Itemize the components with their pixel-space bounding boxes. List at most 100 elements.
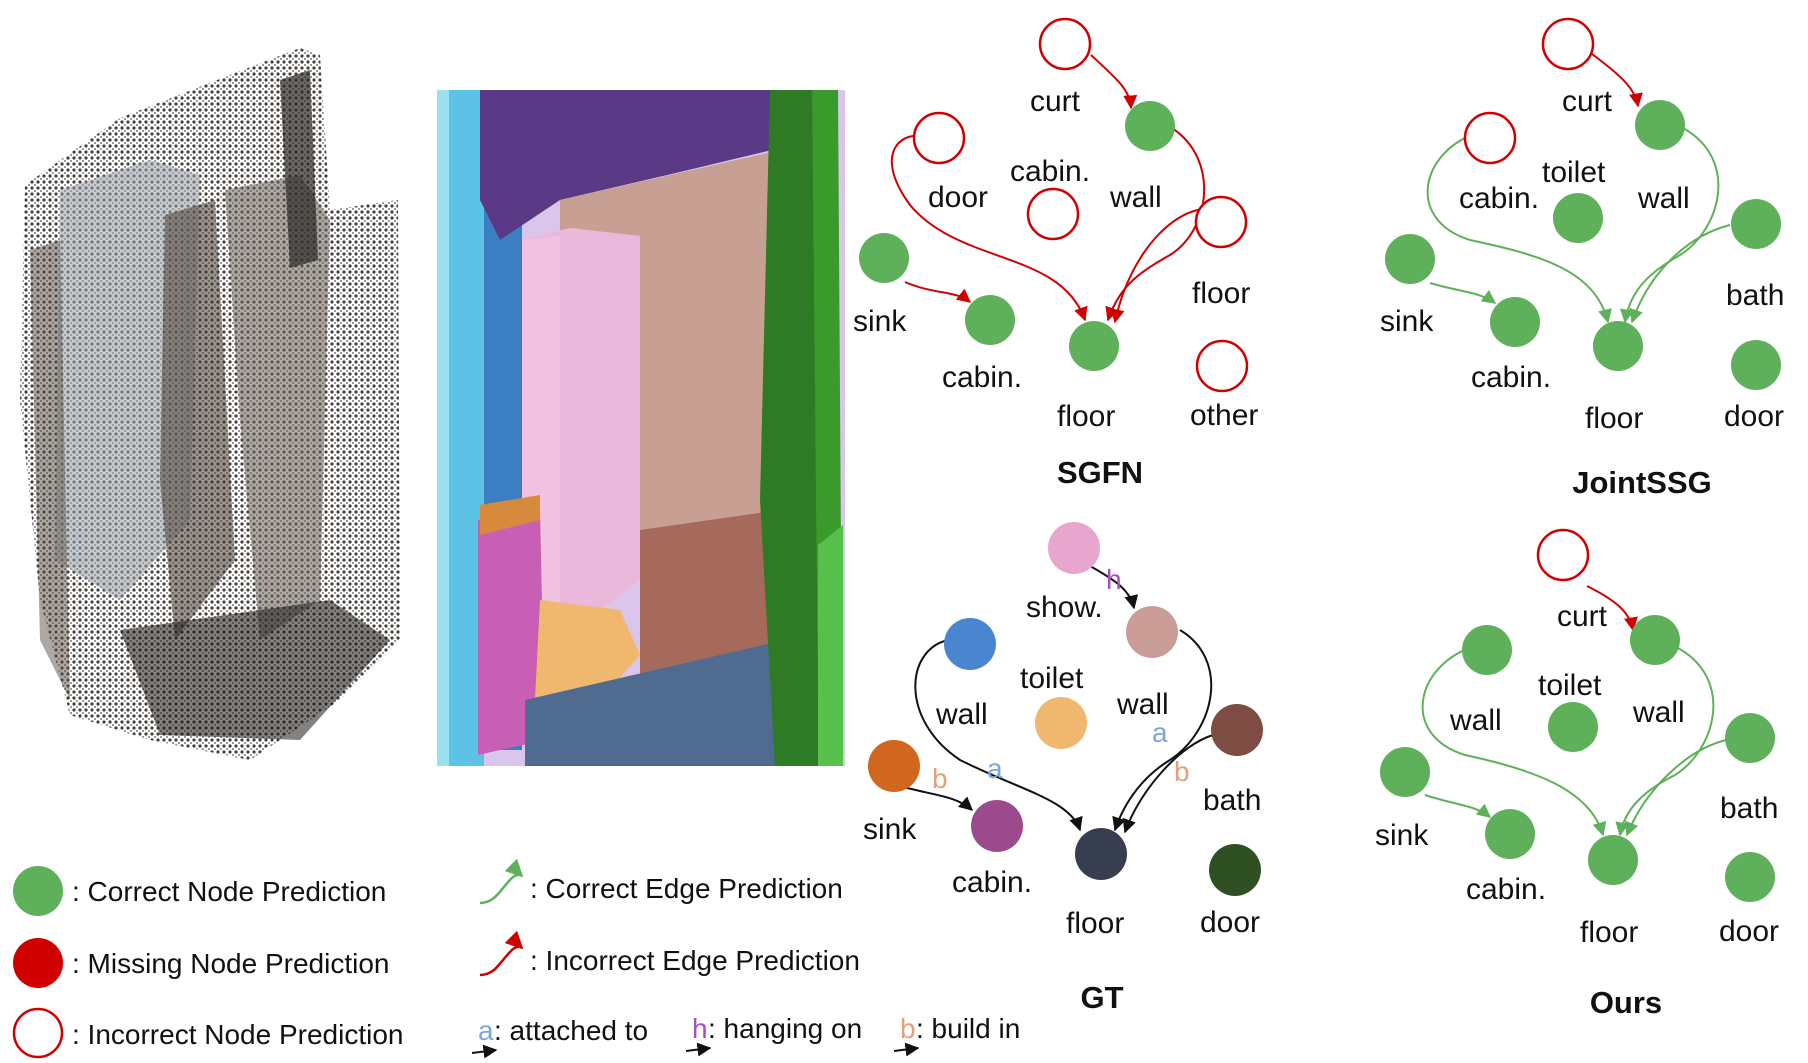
gt-node-wall-right bbox=[1126, 606, 1178, 658]
sgfn-edge-curt-wall bbox=[1090, 54, 1138, 110]
legend-a-key: a bbox=[478, 1015, 494, 1046]
legend-incorrect-node-icon bbox=[12, 1007, 64, 1059]
ours-edge-sink-cabin bbox=[1424, 794, 1492, 818]
jointssg-node-bath bbox=[1731, 199, 1781, 249]
ours-label-sink: sink bbox=[1375, 819, 1429, 852]
sgfn-graph: curt cabin. wall door floor sink cabin. … bbox=[853, 17, 1258, 490]
legend-h-text: : hanging on bbox=[708, 1013, 862, 1044]
sgfn-node-curt bbox=[1038, 17, 1092, 71]
legend-correct-edge-text: : Correct Edge Prediction bbox=[530, 873, 843, 904]
sgfn-label-sink: sink bbox=[853, 305, 907, 338]
sgfn-label-door: door bbox=[928, 181, 988, 214]
ours-node-wall-right bbox=[1630, 615, 1680, 665]
sgfn-node-floor bbox=[1069, 321, 1119, 371]
ours-label-toilet: toilet bbox=[1538, 669, 1602, 702]
jointssg-node-cabin-bottom bbox=[1490, 297, 1540, 347]
gt-node-sink bbox=[868, 740, 920, 792]
gt-label-wall-right: wall bbox=[1116, 688, 1169, 721]
ours-node-toilet bbox=[1548, 702, 1598, 752]
ours-title: Ours bbox=[1590, 985, 1662, 1020]
sgfn-node-door bbox=[912, 111, 966, 165]
ours-node-door bbox=[1725, 852, 1775, 902]
sgfn-label-floor-right: floor bbox=[1192, 277, 1250, 310]
gt-edge-show-wall bbox=[1089, 565, 1139, 610]
gt-edge-bath-floor bbox=[1122, 734, 1214, 834]
sgfn-label-floor: floor bbox=[1057, 400, 1115, 433]
gt-node-cabin bbox=[971, 800, 1023, 852]
sgfn-node-sink bbox=[859, 233, 909, 283]
jointssg-node-door bbox=[1731, 340, 1781, 390]
gt-label-cabin: cabin. bbox=[952, 866, 1032, 899]
sgfn-node-other bbox=[1195, 339, 1249, 393]
ours-edge-wall-right-floor bbox=[1615, 647, 1715, 837]
gt-label-toilet: toilet bbox=[1020, 662, 1084, 695]
gt-node-wall-left bbox=[944, 618, 996, 670]
sgfn-node-floor-right bbox=[1194, 195, 1248, 249]
ours-label-curt: curt bbox=[1557, 600, 1608, 633]
sgfn-edge-door-floor bbox=[890, 134, 1088, 322]
jointssg-node-floor bbox=[1593, 321, 1643, 371]
jointssg-label-floor: floor bbox=[1585, 402, 1643, 435]
gt-label-show: show. bbox=[1026, 591, 1103, 624]
sgfn-node-cabin-bottom bbox=[965, 295, 1015, 345]
gt-label-wall-left: wall bbox=[935, 698, 988, 731]
ours-node-floor bbox=[1588, 835, 1638, 885]
jointssg-label-curt: curt bbox=[1562, 85, 1613, 118]
sgfn-label-cabin-top: cabin. bbox=[1010, 155, 1090, 188]
gt-node-door bbox=[1209, 844, 1261, 896]
gt-edge-wall-left-floor bbox=[914, 639, 1083, 832]
gt-edge-label-b2: b bbox=[932, 763, 948, 794]
legend-b-key: b bbox=[900, 1013, 916, 1044]
sgfn-node-cabin-top bbox=[1026, 187, 1080, 241]
sgfn-edge-sink-cabin bbox=[904, 281, 972, 303]
legend-incorrect-edge-text: : Incorrect Edge Prediction bbox=[530, 945, 860, 976]
sgfn-title: SGFN bbox=[1057, 455, 1143, 490]
ours-node-wall-left bbox=[1462, 625, 1512, 675]
segmentation-panel bbox=[437, 90, 845, 766]
gt-edge-wall-right-floor bbox=[1112, 629, 1213, 832]
ours-edge-curt-wall bbox=[1586, 585, 1638, 632]
legend-missing-node-text: : Missing Node Prediction bbox=[72, 948, 389, 979]
gt-node-toilet bbox=[1035, 697, 1087, 749]
gt-edge-label-b1: b bbox=[1174, 756, 1190, 787]
jointssg-label-cabin-bottom: cabin. bbox=[1471, 361, 1551, 394]
jointssg-label-wall: wall bbox=[1637, 182, 1690, 215]
ours-label-cabin: cabin. bbox=[1466, 873, 1546, 906]
legend-correct-node-icon bbox=[13, 866, 63, 916]
gt-label-bath: bath bbox=[1203, 784, 1261, 817]
ours-node-bath bbox=[1725, 713, 1775, 763]
jointssg-graph: curt toilet cabin. wall bath sink cabin.… bbox=[1380, 17, 1784, 500]
ours-label-floor: floor bbox=[1580, 916, 1638, 949]
ours-node-sink bbox=[1380, 747, 1430, 797]
legend-missing-node-icon bbox=[13, 938, 63, 988]
sgfn-label-wall: wall bbox=[1109, 181, 1162, 214]
sgfn-label-curt: curt bbox=[1030, 85, 1081, 118]
legend-incorrect-node-text: : Incorrect Node Prediction bbox=[72, 1019, 404, 1050]
legend-b-text: : build in bbox=[916, 1013, 1020, 1044]
ours-label-wall-left: wall bbox=[1449, 704, 1502, 737]
legend: : Correct Node Prediction : Missing Node… bbox=[12, 858, 1020, 1059]
gt-node-shower bbox=[1048, 522, 1100, 574]
gt-title: GT bbox=[1080, 980, 1123, 1015]
legend-h-arrow-icon bbox=[685, 1042, 712, 1057]
ours-label-wall-right: wall bbox=[1632, 696, 1685, 729]
ours-edge-bath-floor bbox=[1625, 739, 1727, 837]
jointssg-node-wall bbox=[1635, 100, 1685, 150]
legend-incorrect-edge-icon bbox=[479, 930, 524, 977]
gt-edge-label-a1: a bbox=[987, 753, 1003, 784]
sgfn-label-cabin-bottom: cabin. bbox=[942, 361, 1022, 394]
legend-b-arrow-icon bbox=[893, 1042, 920, 1057]
jointssg-label-toilet: toilet bbox=[1542, 156, 1606, 189]
legend-a-text: : attached to bbox=[494, 1015, 648, 1046]
ours-edge-wall-left-floor bbox=[1421, 645, 1607, 837]
legend-a-arrow-icon bbox=[471, 1044, 498, 1059]
jointssg-node-sink bbox=[1385, 234, 1435, 284]
gt-node-bath bbox=[1211, 704, 1263, 756]
jointssg-node-curt bbox=[1541, 17, 1595, 71]
gt-node-floor bbox=[1075, 828, 1127, 880]
jointssg-edge-cabin-floor bbox=[1426, 131, 1612, 324]
jointssg-node-toilet bbox=[1553, 193, 1603, 243]
jointssg-label-sink: sink bbox=[1380, 305, 1434, 338]
ours-label-door: door bbox=[1719, 915, 1779, 948]
gt-label-door: door bbox=[1200, 906, 1260, 939]
